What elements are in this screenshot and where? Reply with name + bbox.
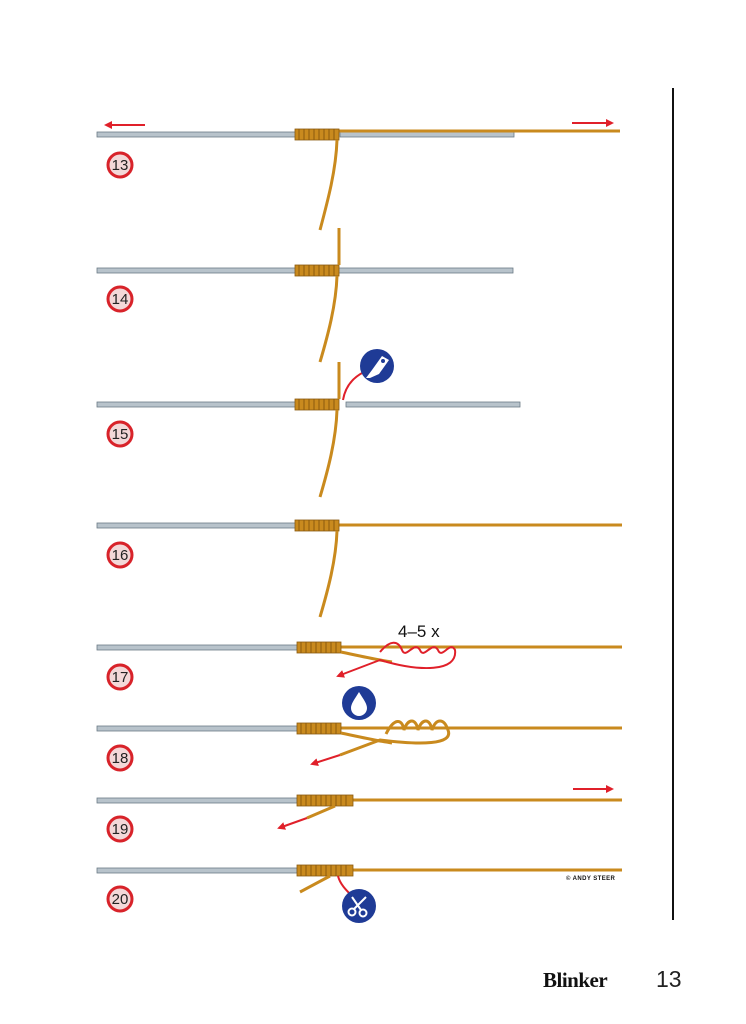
step-20: © ANDY STEER (96, 864, 622, 923)
page-number: 13 (656, 966, 682, 992)
step-badge-13: 13 (106, 151, 134, 179)
step-badge-16: 16 (106, 541, 134, 569)
svg-text:19: 19 (112, 821, 129, 838)
magazine-brand: Blinker (543, 968, 608, 992)
svg-text:18: 18 (112, 750, 129, 767)
step-13 (96, 119, 620, 231)
svg-text:16: 16 (112, 547, 129, 564)
svg-text:15: 15 (112, 426, 129, 443)
illustrator-credit: © ANDY STEER (566, 875, 615, 882)
step-badge-14: 14 (106, 285, 134, 313)
step-17: 4–5 x (96, 622, 622, 678)
step-badge-20: 20 (106, 885, 134, 913)
scissors-icon (342, 889, 376, 923)
step-badge-18: 18 (106, 744, 134, 772)
step-badge-17: 17 (106, 663, 134, 691)
water-drop-icon (342, 686, 376, 720)
step-badge-15: 15 (106, 420, 134, 448)
glue-applicator-icon (360, 349, 394, 383)
step-badge-19: 19 (106, 815, 134, 843)
step-15 (96, 349, 521, 498)
wraps-annotation: 4–5 x (398, 622, 440, 641)
step-19 (96, 785, 622, 830)
step-16 (96, 519, 622, 618)
step-18 (96, 686, 622, 766)
step-14 (96, 228, 514, 363)
svg-text:20: 20 (112, 891, 129, 908)
svg-text:17: 17 (112, 669, 129, 686)
svg-text:14: 14 (112, 291, 129, 308)
svg-text:13: 13 (112, 157, 129, 174)
